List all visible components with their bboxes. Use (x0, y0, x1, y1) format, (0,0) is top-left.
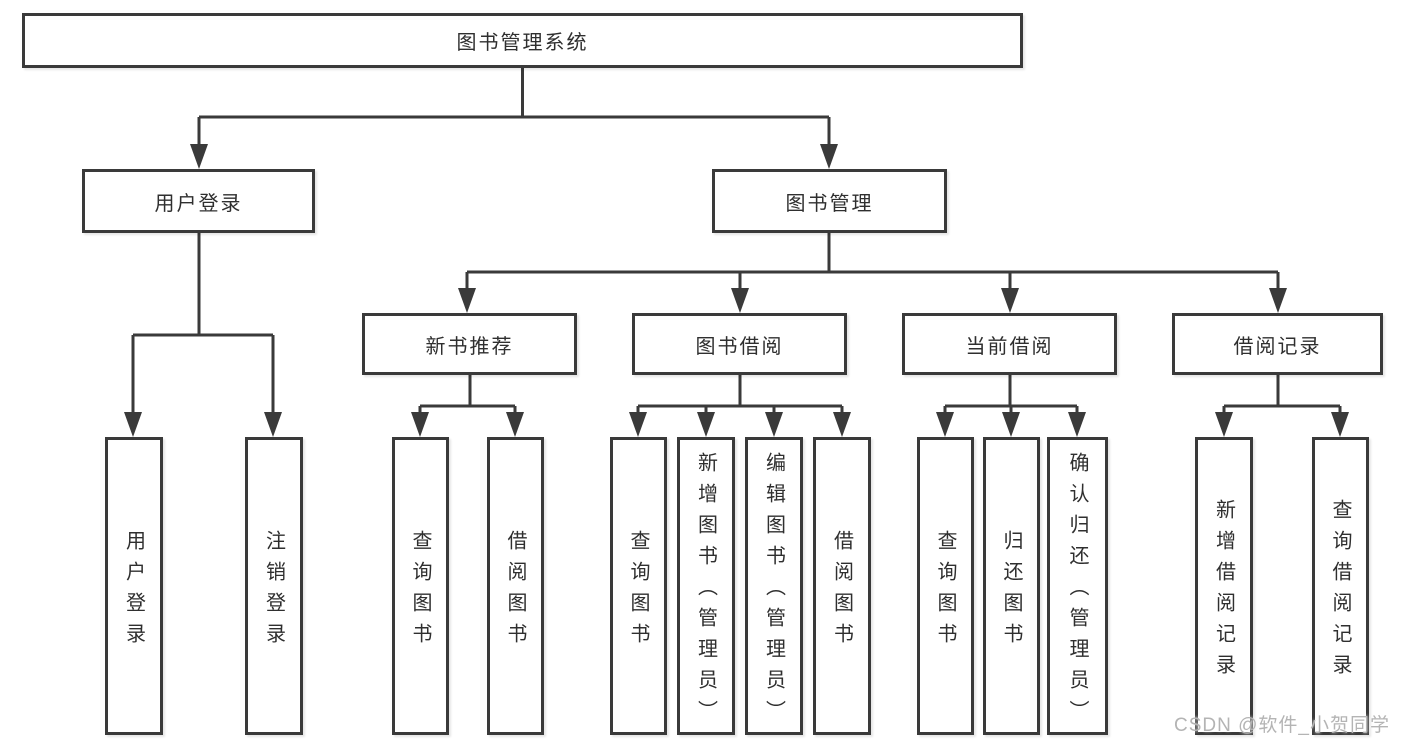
node-label: 图书管理系统 (456, 32, 589, 54)
node-label: 注销登录 (262, 529, 285, 654)
leaf-borrow-add-admin: 新增图书（管理员） (677, 437, 735, 735)
node-borrow-record: 借阅记录 (1172, 313, 1383, 375)
node-label: 用户登录 (122, 529, 145, 654)
node-label: 图书借阅 (695, 335, 784, 358)
node-label: 查询图书 (934, 529, 956, 654)
leaf-borrow-borrow: 借阅图书 (813, 437, 871, 735)
node-book-borrow: 图书借阅 (632, 313, 847, 375)
leaf-current-confirm-admin: 确认归还（管理员） (1047, 437, 1108, 735)
node-root-system: 图书管理系统 (22, 13, 1023, 68)
node-label: 查询图书 (409, 529, 431, 654)
leaf-login: 用户登录 (105, 437, 163, 735)
node-label: 确认归还（管理员） (1066, 452, 1088, 731)
leaf-record-add: 新增借阅记录 (1195, 437, 1253, 735)
leaf-record-query: 查询借阅记录 (1312, 437, 1369, 735)
leaf-current-query: 查询图书 (917, 437, 974, 735)
leaf-newbook-query: 查询图书 (392, 437, 449, 735)
node-label: 新增借阅记录 (1212, 498, 1235, 685)
node-label: 当前借阅 (965, 335, 1054, 358)
leaf-newbook-borrow: 借阅图书 (487, 437, 544, 735)
leaf-current-return: 归还图书 (983, 437, 1040, 735)
node-label: 查询图书 (627, 529, 649, 654)
node-label: 查询借阅记录 (1329, 498, 1351, 685)
node-label: 借阅图书 (504, 529, 526, 654)
node-book-management: 图书管理 (712, 169, 947, 233)
csdn-watermark: CSDN @软件_小贺同学 (1174, 715, 1390, 736)
node-label: 新书推荐 (425, 335, 514, 358)
node-label: 新增图书（管理员） (694, 452, 717, 731)
node-current-borrow: 当前借阅 (902, 313, 1117, 375)
node-user-login: 用户登录 (82, 169, 315, 233)
node-label: 借阅记录 (1233, 335, 1322, 358)
leaf-borrow-query: 查询图书 (610, 437, 667, 735)
leaf-borrow-edit-admin: 编辑图书（管理员） (745, 437, 803, 735)
node-label: 编辑图书（管理员） (762, 452, 785, 731)
node-label: 借阅图书 (830, 529, 853, 654)
node-label: 图书管理 (785, 192, 874, 215)
node-new-book-recommend: 新书推荐 (362, 313, 577, 375)
node-label: 归还图书 (1000, 529, 1022, 654)
node-label: 用户登录 (154, 192, 243, 215)
leaf-logout: 注销登录 (245, 437, 303, 735)
